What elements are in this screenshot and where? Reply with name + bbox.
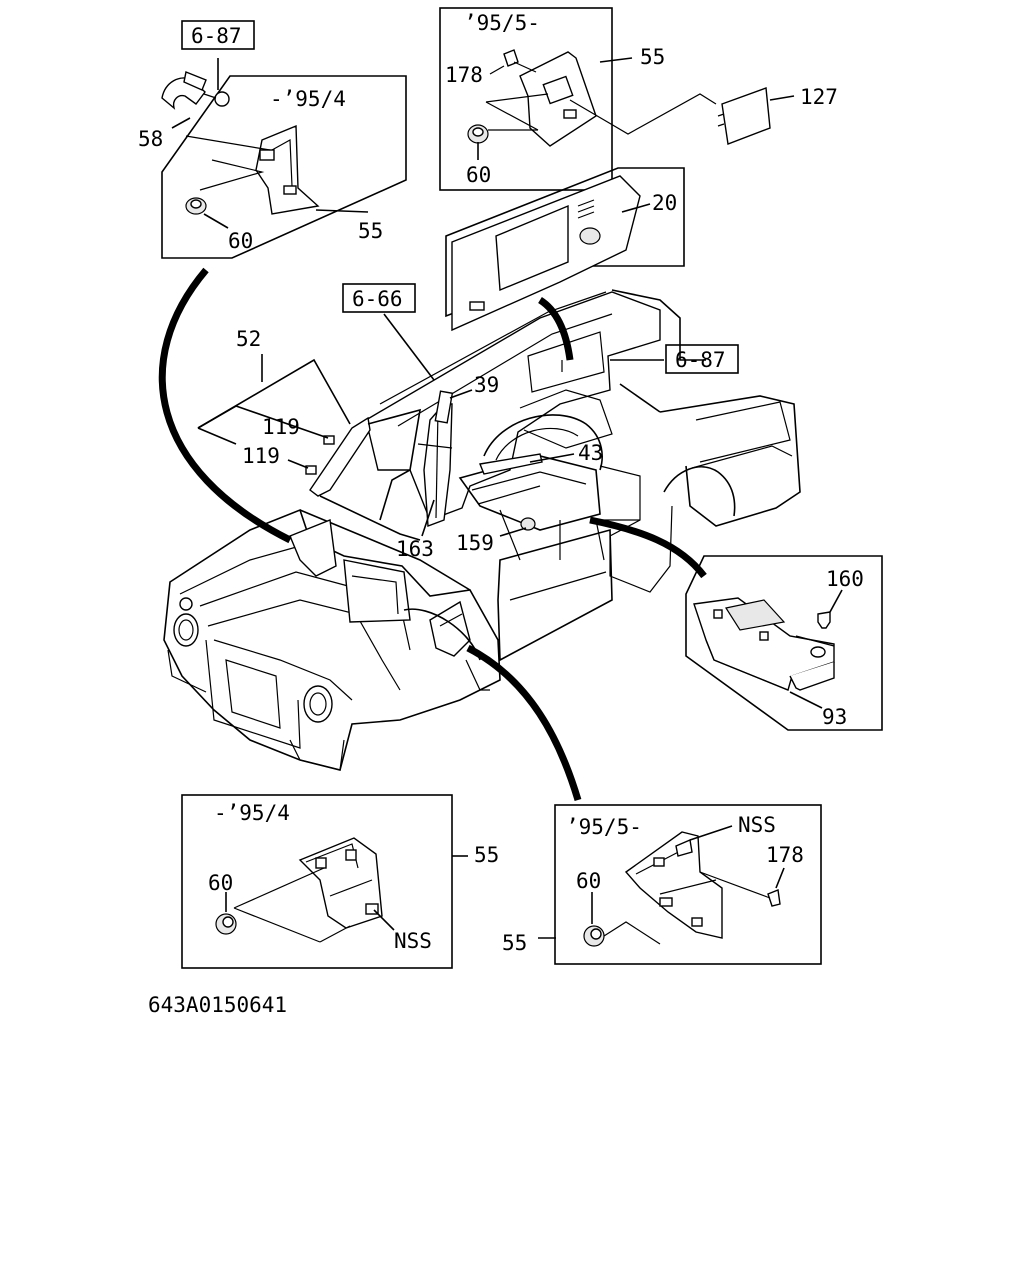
trim-panel-55-top-left xyxy=(255,124,320,215)
part-label-163: 163 xyxy=(396,537,434,561)
arc-to-panel-20 xyxy=(537,297,574,361)
inset-frame-top-right xyxy=(439,7,613,191)
ref-label-6-87-top[interactable]: 6-87 xyxy=(191,24,242,48)
inset-frame-top-left xyxy=(161,75,407,259)
ref-box-6-87-top[interactable] xyxy=(181,20,255,50)
inset-bottom-left: -’95/4 60 NSS 55 xyxy=(181,794,499,969)
cover-127 xyxy=(721,87,771,145)
inset-frame-bottom-right xyxy=(554,804,822,965)
inset-bottom-right: ’95/5- NSS 178 60 55 xyxy=(502,804,822,965)
ref-box-6-66[interactable] xyxy=(342,283,416,313)
headlight-right xyxy=(303,685,333,723)
part-label-60-top-right: 60 xyxy=(466,163,491,187)
screw-icon xyxy=(214,91,230,107)
inset-frame-panel-20 xyxy=(445,167,685,318)
part-label-93: 93 xyxy=(822,705,847,729)
clip-178-bottom-right xyxy=(767,889,781,907)
ref-label-6-66[interactable]: 6-66 xyxy=(352,287,403,311)
part-label-20: 20 xyxy=(652,191,677,215)
part-label-55-top-left: 55 xyxy=(358,219,383,243)
part-label-nss-bottom-right: NSS xyxy=(738,813,776,837)
screw-160 xyxy=(817,611,831,629)
part-label-43: 43 xyxy=(578,441,603,465)
part-label-39: 39 xyxy=(474,373,499,397)
part-label-127: 127 xyxy=(800,85,838,109)
inset-date-top-right: ’95/5- xyxy=(464,11,540,35)
trim-panel-55-bottom-right xyxy=(624,831,723,939)
part-label-178-bottom-right: 178 xyxy=(766,843,804,867)
inset-frame-bottom-left xyxy=(181,794,453,969)
clip-178-top-right xyxy=(503,49,519,67)
part-label-178-top-right: 178 xyxy=(445,63,483,87)
part-label-55-bottom-right: 55 xyxy=(502,931,527,955)
body-fasteners xyxy=(305,390,543,531)
arc-to-top-left-inset xyxy=(158,267,292,544)
part-label-60-bottom-left: 60 xyxy=(208,871,233,895)
callouts-main: 52 119 119 39 43 163 159 xyxy=(197,327,603,561)
inset-date-bottom-left: -’95/4 xyxy=(214,801,290,825)
part-label-55-top-right: 55 xyxy=(640,45,665,69)
vehicle-body-shell xyxy=(163,289,801,771)
inset-panel-20: 20 xyxy=(445,167,685,332)
inset-top-left: 6-87 -’95/4 58 55 60 xyxy=(138,20,407,259)
arc-to-bottom-right-inset xyxy=(466,644,582,802)
part-label-60-bottom-right: 60 xyxy=(576,869,601,893)
figure-code: 643A0150641 xyxy=(148,993,287,1017)
part-label-60-top-left: 60 xyxy=(228,229,253,253)
part-label-52: 52 xyxy=(236,327,261,351)
part-label-160: 160 xyxy=(826,567,864,591)
part-label-119-a: 119 xyxy=(262,415,300,439)
connector-arcs xyxy=(158,267,707,802)
inset-date-top-left: -’95/4 xyxy=(270,87,346,111)
arc-to-box-93 xyxy=(589,516,707,579)
inset-box-93: 160 93 xyxy=(685,555,883,731)
ref-box-6-87-right[interactable] xyxy=(665,344,739,374)
inset-date-bottom-right: ’95/5- xyxy=(566,815,642,839)
headlight-left xyxy=(173,613,199,647)
inset-top-right: ’95/5- 178 55 60 127 xyxy=(439,7,838,191)
bolt-159 xyxy=(520,517,536,531)
part-label-119-b: 119 xyxy=(242,444,280,468)
part-label-55-bottom-left: 55 xyxy=(474,843,499,867)
part-label-159: 159 xyxy=(456,531,494,555)
part-label-58: 58 xyxy=(138,127,163,151)
inset-frame-box-93 xyxy=(685,555,883,731)
part-label-nss-bottom-left: NSS xyxy=(394,929,432,953)
